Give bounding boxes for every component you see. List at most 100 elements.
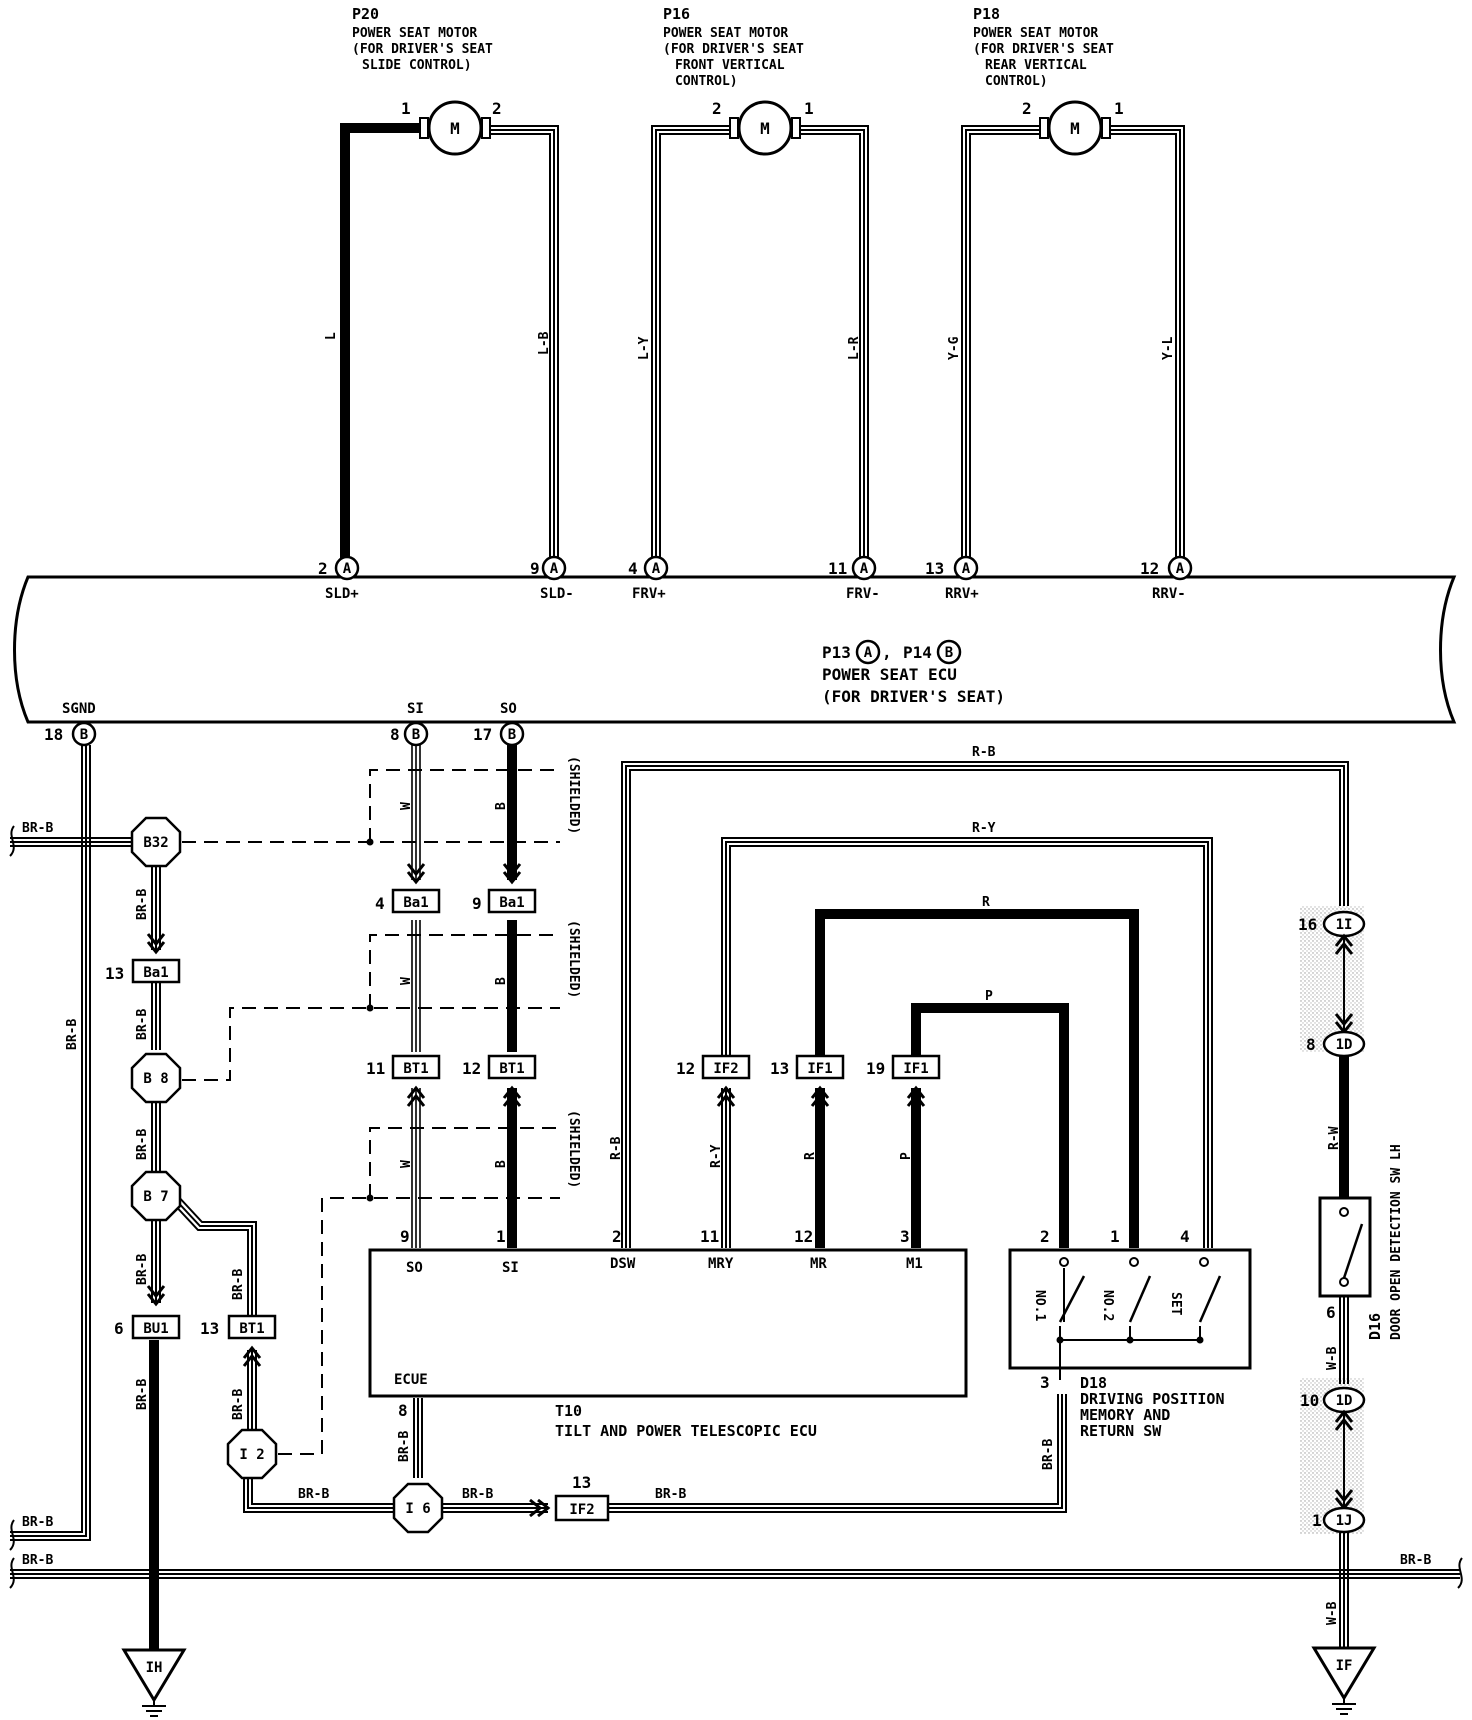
shielded-label-2: (SHIELDED) (566, 920, 581, 998)
svg-text:4: 4 (1180, 1227, 1190, 1246)
connector-if1-13: 13 IF1 (770, 1054, 845, 1080)
svg-text:3: 3 (900, 1227, 910, 1246)
connector-bt1-12: 12 BT1 (462, 1054, 537, 1080)
svg-text:A: A (860, 561, 869, 577)
svg-text:13: 13 (105, 964, 124, 983)
d16-door-switch: 16 1I 8 1D R-W 3 6 W-B D16 DOOR OPEN DET… (1298, 906, 1404, 1655)
d18-sw-no1: NO.1 (1032, 1290, 1047, 1321)
wire-label-rb: R-B (972, 745, 996, 760)
svg-text:,: , (882, 643, 892, 662)
svg-text:BR-B: BR-B (135, 1009, 150, 1040)
svg-text:I 2: I 2 (239, 1447, 264, 1463)
svg-text:W-B: W-B (1325, 1601, 1340, 1625)
svg-text:A: A (864, 645, 873, 661)
svg-text:RRV+: RRV+ (945, 586, 979, 602)
svg-text:IF2: IF2 (713, 1061, 738, 1077)
svg-text:1I: 1I (1336, 917, 1353, 933)
motor-p16-line4: CONTROL) (675, 74, 738, 89)
svg-text:B: B (80, 727, 88, 743)
svg-text:IF: IF (1336, 1658, 1353, 1674)
motor-p20: P20 POWER SEAT MOTOR (FOR DRIVER'S SEAT … (324, 5, 559, 562)
motor-p18-icon (1047, 100, 1103, 156)
svg-text:BR-B: BR-B (397, 1431, 412, 1462)
t10-pin-so: SO (406, 1260, 423, 1276)
svg-text:W: W (399, 802, 414, 810)
wire-label-bu1: BR-B (135, 1379, 150, 1410)
shielded-label-1: (SHIELDED) (566, 756, 581, 834)
wire-label-ly: L-Y (637, 336, 652, 360)
svg-text:B 8: B 8 (143, 1071, 168, 1087)
motor-p18-title: POWER SEAT MOTOR (973, 26, 1098, 41)
svg-text:SLD+: SLD+ (325, 586, 359, 602)
junction-b32: B32 (130, 816, 182, 868)
t10-name: TILT AND POWER TELESCOPIC ECU (555, 1422, 817, 1440)
connector-ba1-4: 4 Ba1 (375, 888, 441, 914)
ecu-name: POWER SEAT ECU (822, 665, 957, 684)
svg-text:W: W (399, 977, 414, 985)
svg-text:12: 12 (462, 1059, 481, 1078)
wire-label-brb-b32: BR-B (22, 821, 53, 836)
wire-label-sgnd: BR-B (65, 1019, 80, 1050)
connector-if2-12: 12 IF2 (676, 1054, 751, 1080)
motor-p18-line4: CONTROL) (985, 74, 1048, 89)
svg-text:MEMORY AND: MEMORY AND (1080, 1406, 1170, 1424)
wires-si-so: W W W B B B (399, 745, 522, 1248)
motor-p18-pin-left: 2 (1022, 99, 1032, 118)
ecu-subtitle: (FOR DRIVER'S SEAT) (822, 687, 1005, 706)
connector-bt1-11: 11 BT1 (366, 1054, 441, 1080)
d18-name: DRIVING POSITION (1080, 1390, 1225, 1408)
connector-bu1-6: 6 BU1 (114, 1314, 181, 1340)
ground-if: IF (1311, 1646, 1377, 1715)
svg-text:8: 8 (1306, 1035, 1316, 1054)
wire-label-brb-bus-left: BR-B (22, 1553, 53, 1568)
svg-text:16: 16 (1298, 915, 1317, 934)
svg-text:B 7: B 7 (143, 1189, 168, 1205)
svg-text:RRV-: RRV- (1152, 586, 1186, 602)
svg-text:BT1: BT1 (403, 1061, 428, 1077)
motor-p18-line2: (FOR DRIVER'S SEAT (973, 42, 1114, 57)
svg-text:R: R (803, 1152, 818, 1160)
svg-text:IF1: IF1 (903, 1061, 928, 1077)
motor-p20-m: M (450, 119, 460, 138)
svg-text:SLD-: SLD- (540, 586, 574, 602)
svg-text:4: 4 (375, 894, 385, 913)
svg-text:BR-B: BR-B (1041, 1439, 1056, 1470)
wire-label-yg: Y-G (947, 336, 962, 360)
t10-pin-mr: MR (810, 1256, 827, 1272)
svg-text:B: B (494, 1160, 509, 1168)
svg-text:1D: 1D (1336, 1393, 1353, 1409)
shielded-label-3: (SHIELDED) (566, 1110, 581, 1188)
connector-ba1-13: 13 Ba1 (105, 958, 181, 984)
svg-text:12: 12 (676, 1059, 695, 1078)
motor-p16: P16 POWER SEAT MOTOR (FOR DRIVER'S SEAT … (637, 5, 869, 562)
svg-text:B: B (494, 802, 509, 810)
svg-text:9: 9 (400, 1227, 410, 1246)
ecu-top-pin-frv-minus: 11 A FRV- (828, 555, 880, 602)
d18-id: D18 (1080, 1374, 1107, 1392)
svg-text:FRV+: FRV+ (632, 586, 666, 602)
svg-text:I 6: I 6 (405, 1501, 430, 1517)
ecu-top-pin-sld-plus: 2 A SLD+ (318, 555, 360, 602)
ecu-top-pin-rrv-plus: 13 A RRV+ (925, 555, 979, 602)
svg-text:A: A (1176, 561, 1185, 577)
svg-text:9: 9 (530, 559, 540, 578)
svg-text:4: 4 (628, 559, 638, 578)
motor-p18-id: P18 (973, 5, 1000, 23)
svg-text:FRV-: FRV- (846, 586, 880, 602)
svg-text:BR-B: BR-B (135, 889, 150, 920)
svg-text:BR-B: BR-B (298, 1487, 329, 1502)
svg-text:BR-B: BR-B (655, 1487, 686, 1502)
svg-text:BR-B: BR-B (135, 1129, 150, 1160)
connector-if1-19: 19 IF1 (866, 1054, 941, 1080)
motor-p18-pin-right: 1 (1114, 99, 1124, 118)
svg-text:8: 8 (390, 725, 400, 744)
d18-switch: 2 1 4 NO.1 NO.2 SET 3 D18 DRIVING POSITI… (1008, 1227, 1252, 1440)
t10-ground-pin: 8 (398, 1401, 408, 1420)
svg-text:BU1: BU1 (143, 1321, 168, 1337)
motor-p16-id: P16 (663, 5, 690, 23)
motor-p20-line3: SLIDE CONTROL) (362, 58, 472, 73)
t10-id: T10 (555, 1402, 582, 1420)
ecu-p13: P13 (822, 643, 851, 662)
junction-i2: I 2 (226, 1428, 278, 1480)
